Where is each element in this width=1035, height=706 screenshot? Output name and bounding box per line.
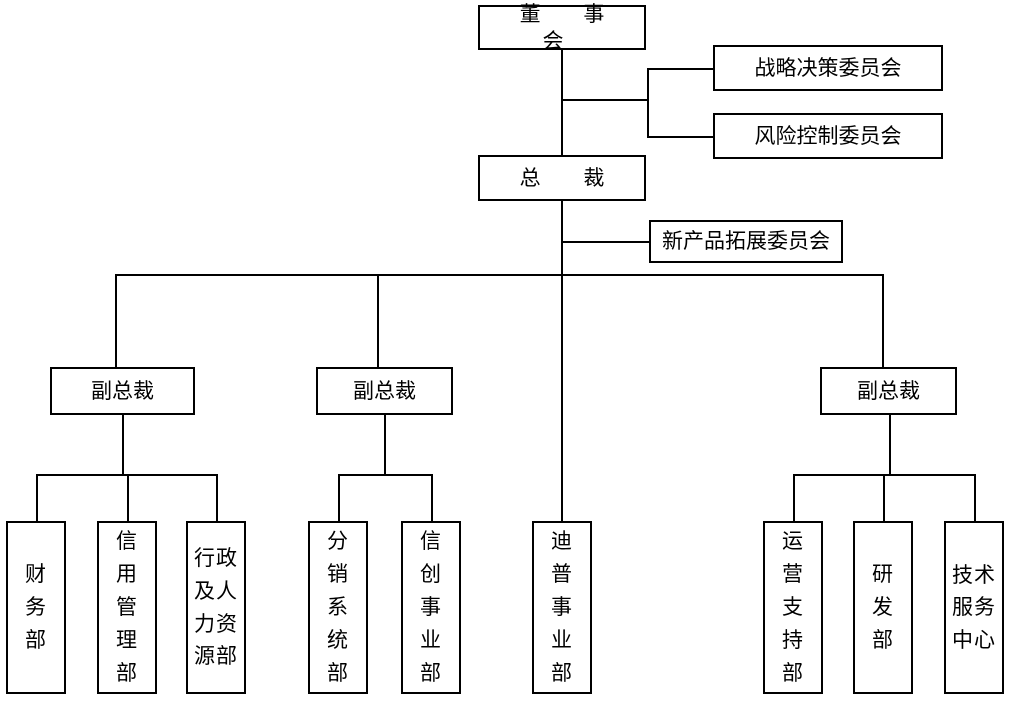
node-dipu-unit-label: 迪 普 事 业 部 bbox=[551, 528, 573, 686]
connector-vp2-bus bbox=[338, 474, 433, 476]
node-ops-support-dept-label: 运 营 支 持 部 bbox=[782, 528, 804, 686]
node-admin-hr-dept-label: 行政 及人 力资 源部 bbox=[194, 546, 238, 669]
connector-vp2-stem bbox=[384, 415, 386, 476]
node-vp3[interactable]: 副总裁 bbox=[820, 367, 957, 415]
connector-riser-to-strategy-committee bbox=[647, 68, 713, 70]
node-ops-support-dept[interactable]: 运 营 支 持 部 bbox=[763, 521, 823, 694]
node-finance-dept[interactable]: 财 务 部 bbox=[6, 521, 66, 694]
connector-vp3-to-rd bbox=[883, 474, 885, 521]
connector-president-trunk bbox=[561, 201, 563, 521]
node-vp2[interactable]: 副总裁 bbox=[316, 367, 453, 415]
node-strategy-committee-label: 战略决策委员会 bbox=[754, 55, 902, 80]
node-tech-service-center[interactable]: 技术 服务 中心 bbox=[944, 521, 1004, 694]
node-dipu-unit[interactable]: 迪 普 事 业 部 bbox=[532, 521, 592, 694]
node-rd-dept[interactable]: 研 发 部 bbox=[853, 521, 913, 694]
node-rd-dept-label: 研 发 部 bbox=[872, 561, 894, 653]
node-vp2-label: 副总裁 bbox=[353, 378, 416, 403]
connector-bus-to-vp3 bbox=[882, 274, 884, 367]
node-distribution-dept[interactable]: 分 销 系 统 部 bbox=[308, 521, 368, 694]
node-vp1-label: 副总裁 bbox=[91, 378, 154, 403]
connector-vp3-to-tech-service bbox=[974, 474, 976, 521]
connector-board-to-committee-riser bbox=[561, 99, 649, 101]
node-president-label: 总 裁 bbox=[519, 165, 623, 190]
node-distribution-dept-label: 分 销 系 统 部 bbox=[327, 528, 349, 686]
node-xinchuang-unit[interactable]: 信 创 事 业 部 bbox=[401, 521, 461, 694]
connector-vp3-stem bbox=[889, 415, 891, 476]
connector-board-to-president bbox=[561, 50, 563, 155]
node-strategy-committee[interactable]: 战略决策委员会 bbox=[713, 45, 943, 91]
node-finance-dept-label: 财 务 部 bbox=[25, 561, 47, 653]
connector-main-bus bbox=[115, 274, 884, 276]
node-newproduct-committee-label: 新产品拓展委员会 bbox=[662, 229, 830, 254]
connector-bus-to-vp1 bbox=[115, 274, 117, 367]
connector-riser-to-risk-committee bbox=[647, 136, 713, 138]
node-president[interactable]: 总 裁 bbox=[478, 155, 646, 201]
connector-bus-to-vp2 bbox=[377, 274, 379, 367]
node-vp1[interactable]: 副总裁 bbox=[50, 367, 195, 415]
node-tech-service-center-label: 技术 服务 中心 bbox=[952, 562, 996, 652]
node-vp3-label: 副总裁 bbox=[857, 378, 920, 403]
connector-committee-riser bbox=[647, 68, 649, 138]
connector-vp1-to-credit bbox=[127, 474, 129, 521]
node-xinchuang-unit-label: 信 创 事 业 部 bbox=[420, 528, 442, 686]
connector-vp2-to-xinchuang bbox=[431, 474, 433, 521]
node-credit-dept[interactable]: 信 用 管 理 部 bbox=[97, 521, 157, 694]
connector-vp1-to-finance bbox=[36, 474, 38, 521]
connector-vp1-to-admin-hr bbox=[216, 474, 218, 521]
node-credit-dept-label: 信 用 管 理 部 bbox=[116, 528, 138, 686]
connector-president-to-newproduct-committee bbox=[561, 241, 650, 243]
node-newproduct-committee[interactable]: 新产品拓展委员会 bbox=[649, 220, 843, 263]
connector-vp3-to-ops-support bbox=[793, 474, 795, 521]
node-board[interactable]: 董 事 会 bbox=[478, 2, 646, 53]
node-risk-committee-label: 风险控制委员会 bbox=[754, 123, 902, 148]
node-risk-committee[interactable]: 风险控制委员会 bbox=[713, 113, 943, 159]
node-admin-hr-dept[interactable]: 行政 及人 力资 源部 bbox=[186, 521, 246, 694]
connector-vp1-stem bbox=[122, 415, 124, 476]
connector-vp2-to-distribution bbox=[338, 474, 340, 521]
node-board-label: 董 事 会 bbox=[519, 2, 623, 53]
